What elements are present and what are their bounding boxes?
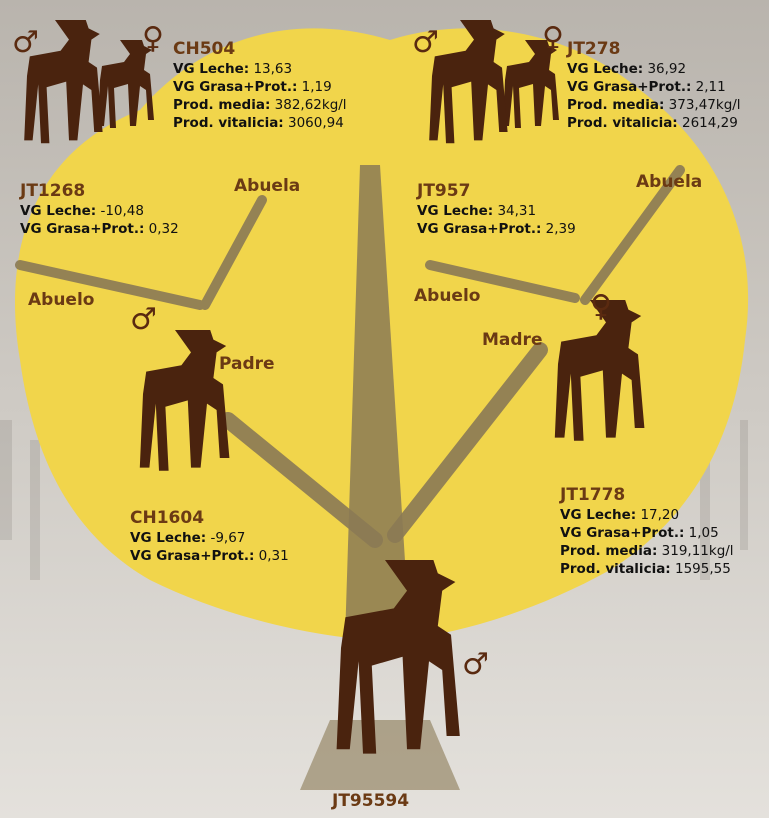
node-id: JT1268 xyxy=(20,180,179,202)
stat-value: 2,11 xyxy=(691,79,725,95)
node-id: JT95594 xyxy=(332,790,409,812)
stat-label: VG Grasa+Prot.: xyxy=(173,79,297,95)
stat-value: 36,92 xyxy=(643,61,686,77)
role-abuelo-right: Abuelo xyxy=(414,286,480,306)
node-id: CH1604 xyxy=(130,507,289,529)
stat-label: Prod. media: xyxy=(567,97,664,113)
male-symbol: ♂ xyxy=(130,305,157,335)
stat-label: Prod. media: xyxy=(173,97,270,113)
male-symbol: ♂ xyxy=(462,650,489,680)
node-id: CH504 xyxy=(173,38,347,60)
node-id: JT957 xyxy=(417,180,576,202)
male-symbol: ♂ xyxy=(412,28,439,58)
stat-value: 1,19 xyxy=(297,79,331,95)
stat-value: 382,62kg/l xyxy=(270,97,346,113)
node-jt957: JT957 VG Leche: 34,31 VG Grasa+Prot.: 2,… xyxy=(417,180,576,238)
node-jt95594: JT95594 xyxy=(332,790,409,812)
stat-value: 2,39 xyxy=(541,221,575,237)
stat-value: -9,67 xyxy=(206,530,245,546)
female-symbol: ♀ xyxy=(142,24,164,54)
stat-value: 2614,29 xyxy=(678,115,738,131)
stat-value: 0,32 xyxy=(144,221,178,237)
stat-value: 319,11kg/l xyxy=(657,543,733,559)
stat-value: 34,31 xyxy=(493,203,536,219)
stat-label: VG Leche: xyxy=(417,203,493,219)
role-madre: Madre xyxy=(482,330,542,350)
node-id: JT1778 xyxy=(560,484,734,506)
node-ch1604: CH1604 VG Leche: -9,67 VG Grasa+Prot.: 0… xyxy=(130,507,289,565)
node-jt1268: JT1268 VG Leche: -10,48 VG Grasa+Prot.: … xyxy=(20,180,179,238)
stat-value: 13,63 xyxy=(249,61,292,77)
node-ch504: CH504 VG Leche: 13,63 VG Grasa+Prot.: 1,… xyxy=(173,38,347,132)
stat-label: VG Leche: xyxy=(567,61,643,77)
role-padre: Padre xyxy=(219,354,275,374)
stat-value: 373,47kg/l xyxy=(664,97,740,113)
stat-value: 1,05 xyxy=(684,525,718,541)
stat-label: VG Grasa+Prot.: xyxy=(130,548,254,564)
stat-label: VG Leche: xyxy=(560,507,636,523)
role-abuelo-left: Abuelo xyxy=(28,290,94,310)
stat-label: VG Leche: xyxy=(20,203,96,219)
male-symbol: ♂ xyxy=(12,28,39,58)
role-abuela-left: Abuela xyxy=(234,176,300,196)
stat-label: VG Leche: xyxy=(130,530,206,546)
stat-label: Prod. media: xyxy=(560,543,657,559)
female-symbol: ♀ xyxy=(590,292,612,322)
node-id: JT278 xyxy=(567,38,741,60)
stat-label: VG Leche: xyxy=(173,61,249,77)
female-symbol: ♀ xyxy=(542,24,564,54)
stat-label: VG Grasa+Prot.: xyxy=(567,79,691,95)
stat-label: VG Grasa+Prot.: xyxy=(20,221,144,237)
stat-value: -10,48 xyxy=(96,203,144,219)
role-abuela-right: Abuela xyxy=(636,172,702,192)
stat-value: 3060,94 xyxy=(284,115,344,131)
stat-label: Prod. vitalicia: xyxy=(173,115,284,131)
stat-label: VG Grasa+Prot.: xyxy=(417,221,541,237)
node-jt1778: JT1778 VG Leche: 17,20 VG Grasa+Prot.: 1… xyxy=(560,484,734,578)
stat-value: 17,20 xyxy=(636,507,679,523)
stat-label: Prod. vitalicia: xyxy=(567,115,678,131)
stat-value: 1595,55 xyxy=(671,561,731,577)
stat-label: VG Grasa+Prot.: xyxy=(560,525,684,541)
node-jt278: JT278 VG Leche: 36,92 VG Grasa+Prot.: 2,… xyxy=(567,38,741,132)
stat-label: Prod. vitalicia: xyxy=(560,561,671,577)
stat-value: 0,31 xyxy=(254,548,288,564)
